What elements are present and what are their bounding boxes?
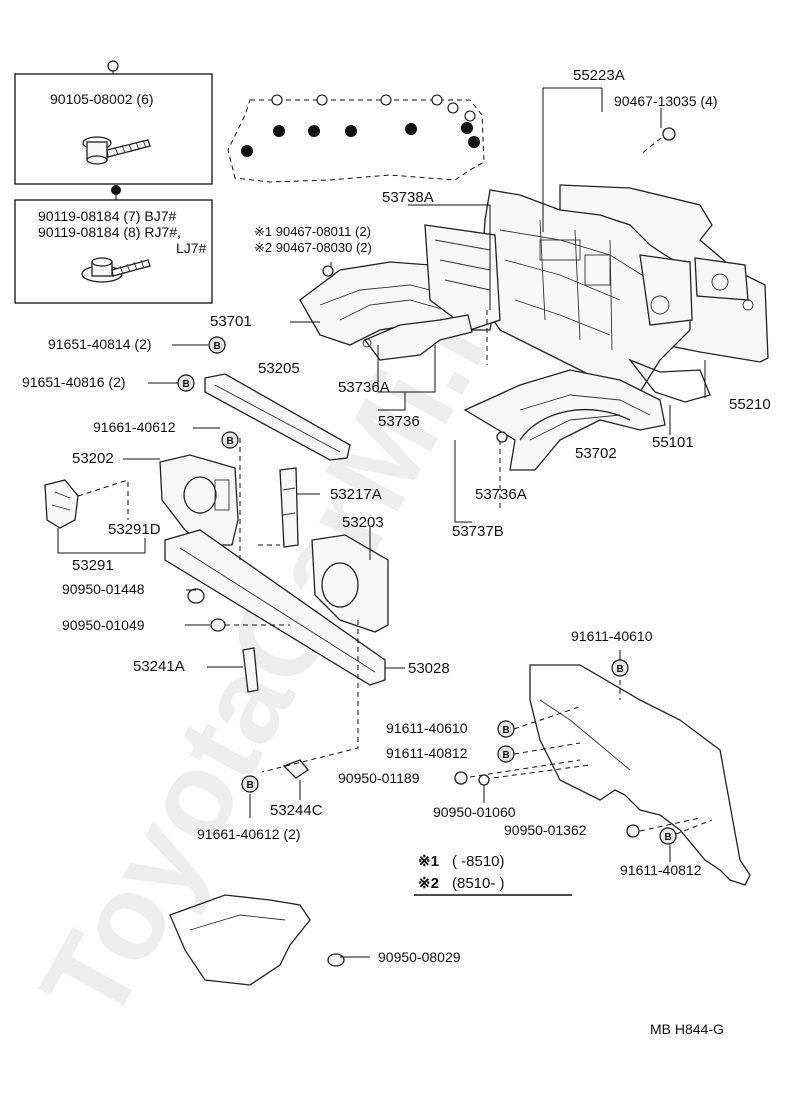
filled-circle-marker [111,185,121,195]
label-90467-08030: ※2 90467-08030 (2) [254,240,372,255]
brace-53217a [279,467,299,548]
svg-text:B: B [617,664,624,675]
svg-text:B: B [214,341,221,352]
hood-lock-bracket-53291 [44,479,79,529]
svg-text:B: B [227,436,234,447]
label-90467-08011: ※1 90467-08011 (2) [254,224,371,239]
radiator-support-53202 [159,454,239,546]
label-90950-01189: 90950-01189 [338,770,420,786]
radiator-support-53203 [311,534,389,633]
label-91611-40812: 91611-40812 [386,745,468,761]
bracket-53244c [282,759,309,779]
bolt-legend-box-2: 90119-08184 (7) BJ7# 90119-08184 (8) RJ7… [14,185,213,304]
box2-line-3: LJ7# [176,240,207,256]
box2-line-2: 90119-08184 (8) RJ7#, [38,224,181,240]
diagram-code: MB H844-G [650,1021,724,1037]
b-marker-2: B [177,374,195,392]
label-91651-40816: 91651-40816 (2) [22,374,126,390]
lower-shield-piece [169,894,345,986]
fender-apron-53702 [463,369,666,471]
label-91611-40610-top: 91611-40610 [571,628,653,644]
svg-text:B: B [503,725,510,736]
part-labels: 55223A 90467-13035 (4) 53738A ※1 90467-0… [22,67,771,965]
label-90467-13035: 90467-13035 (4) [614,93,718,109]
b-marker-5: B [497,720,515,738]
label-53241a: 53241A [133,658,185,675]
note-2-range: (8510- ) [452,875,505,892]
label-53737b: 53737B [452,523,504,540]
label-53291d: 53291D [108,521,161,538]
label-90950-08029: 90950-08029 [378,949,461,965]
label-55223a: 55223A [573,67,625,84]
label-53203: 53203 [342,514,384,531]
clip-90950-01049 [210,618,226,632]
b-marker-7: B [241,775,259,793]
flange-bolt-icon [82,136,151,165]
label-91651-40814: 91651-40814 (2) [48,336,152,352]
box1-part-number: 90105-08002 (6) [50,91,154,107]
clip-90950-01448 [187,588,205,604]
fastener-icons [322,127,676,838]
b-marker-3: B [221,431,239,449]
svg-text:B: B [183,379,190,390]
b-marker-8: B [659,827,677,845]
label-53736: 53736 [378,413,420,430]
b-marker-4: B [611,659,629,677]
engine-under-cover-53738a [227,94,485,183]
label-53702: 53702 [575,445,617,462]
label-90950-01049: 90950-01049 [62,617,145,633]
svg-text:B: B [665,832,672,843]
label-91611-40610: 91611-40610 [386,720,468,736]
lower-cross-member-53028 [164,529,386,686]
label-53738a: 53738A [382,189,434,206]
label-53244c: 53244C [270,802,323,819]
washer-bolt-icon [81,257,151,283]
label-90950-01362: 90950-01362 [504,822,587,838]
cross-member-53205 [204,373,351,461]
label-53736a-lower: 53736A [475,486,527,503]
label-91661-40612-2: 91661-40612 (2) [197,826,301,842]
bolt-legend-box-1: 90105-08002 (6) [14,60,213,185]
svg-text:B: B [247,780,254,791]
fender-apron-53701 [299,224,501,346]
label-55210: 55210 [729,396,771,413]
bracket-53241a [242,647,259,693]
dash-panel-assembly [479,184,769,403]
note-2-mark: ※2 [418,875,439,892]
svg-text:B: B [503,750,510,761]
note-1-mark: ※1 [418,853,439,870]
production-notes: ※1 ( -8510) ※2 (8510- ) [414,853,572,896]
label-55101: 55101 [652,434,694,451]
label-90950-01060: 90950-01060 [433,804,516,820]
label-53736a-upper: 53736A [338,379,390,396]
label-53028: 53028 [408,660,450,677]
label-91661-40612: 91661-40612 [93,419,176,435]
label-90950-01448: 90950-01448 [62,581,145,597]
note-1-range: ( -8510) [452,853,505,870]
box2-line-1: 90119-08184 (7) BJ7# [38,208,176,224]
leader-lines [57,87,713,958]
label-91611-40812-b: 91611-40812 [620,862,702,878]
open-circle-marker [107,60,119,72]
label-53701: 53701 [210,313,252,330]
side-shield-panel [529,664,751,886]
label-53205: 53205 [258,360,300,377]
label-53202: 53202 [72,450,114,467]
bracket-53736a-upper [362,314,473,361]
label-53291: 53291 [72,557,114,574]
b-marker-1: B [208,336,226,354]
label-53217a: 53217A [330,486,382,503]
b-marker-6: B [497,745,515,763]
